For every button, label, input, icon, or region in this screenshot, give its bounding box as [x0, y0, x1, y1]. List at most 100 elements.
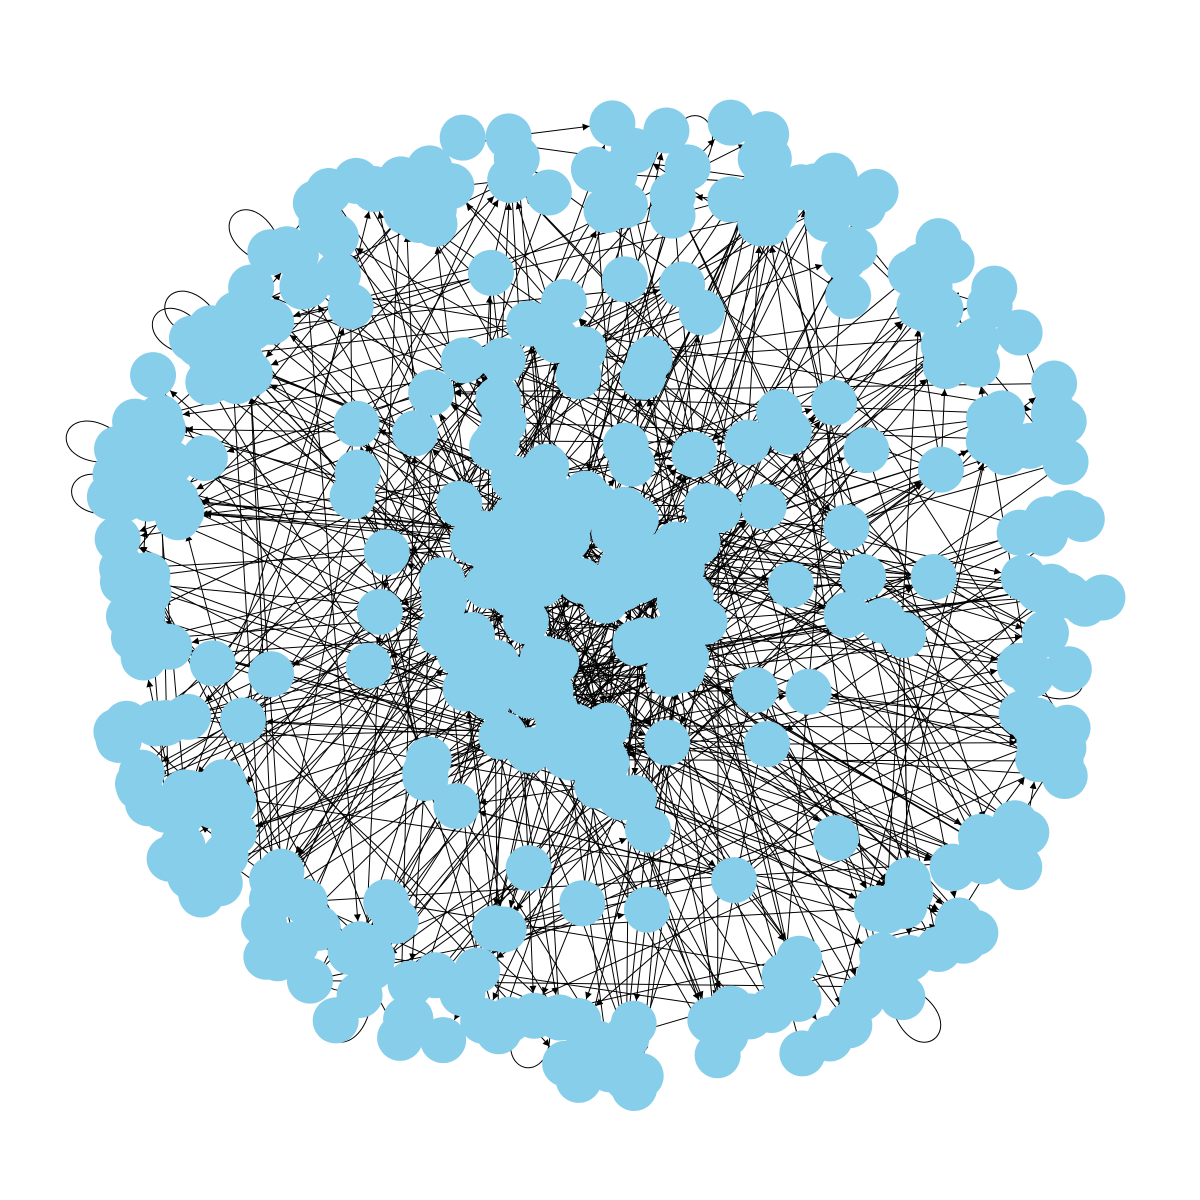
graph-node	[525, 169, 572, 216]
self-loop-edge	[228, 209, 281, 263]
graph-node	[643, 107, 690, 154]
graph-node	[189, 640, 236, 687]
graph-node	[821, 234, 868, 281]
graph-node	[213, 358, 260, 405]
graph-edge	[570, 668, 998, 758]
graph-edge	[631, 580, 641, 775]
graph-edge	[204, 511, 473, 542]
graph-edge	[889, 440, 990, 889]
graph-node	[1045, 646, 1092, 693]
graph-node	[546, 498, 593, 545]
graph-node	[1079, 574, 1126, 621]
graph-node	[659, 261, 706, 308]
graph-node	[1040, 724, 1087, 771]
graph-node	[743, 721, 790, 768]
graph-edge	[742, 218, 1068, 729]
graph-node	[1030, 390, 1077, 437]
graph-edge	[169, 390, 461, 654]
graph-edge	[503, 904, 882, 930]
graph-edge	[746, 246, 763, 443]
graph-node	[406, 145, 453, 192]
graph-node	[707, 99, 754, 146]
graph-node	[952, 909, 999, 956]
graph-node	[1042, 438, 1089, 485]
graph-edge	[646, 398, 799, 1000]
graph-edge	[478, 810, 735, 881]
graph-edge	[579, 318, 765, 507]
graph-node	[211, 809, 258, 856]
graph-node	[204, 306, 251, 353]
graph-node	[996, 309, 1043, 356]
graph-node	[1003, 809, 1050, 856]
graph-node	[219, 697, 266, 744]
graph-node	[130, 413, 177, 460]
graph-node	[559, 880, 606, 927]
graph-node	[418, 557, 465, 604]
graph-edge	[145, 581, 1069, 670]
graph-edge	[509, 179, 831, 512]
graph-edge	[902, 635, 911, 858]
graph-node	[467, 249, 514, 296]
graph-node	[928, 237, 975, 284]
graph-edge	[231, 362, 269, 934]
graph-node	[161, 769, 208, 816]
graph-node	[1023, 496, 1070, 543]
graph-node	[708, 985, 755, 1032]
graph-node	[967, 817, 1014, 864]
graph-node	[611, 774, 658, 821]
graph-node	[142, 699, 189, 746]
graph-edge	[655, 556, 1009, 820]
graph-node	[843, 427, 890, 474]
graph-edge	[304, 859, 961, 903]
graph-edge	[626, 577, 1024, 752]
graph-node	[740, 483, 787, 530]
graph-node	[732, 666, 779, 713]
graph-edge	[766, 739, 1017, 747]
graph-edge	[641, 621, 706, 1054]
graph-node	[555, 997, 602, 1044]
graph-node	[508, 483, 555, 530]
graph-node	[775, 975, 822, 1022]
graph-edge	[557, 180, 754, 728]
graph-edge	[675, 181, 758, 545]
graph-edge	[671, 218, 695, 455]
graph-node	[349, 934, 396, 981]
graph-edge	[188, 327, 345, 794]
graph-node	[856, 953, 903, 1000]
graph-edge	[525, 620, 893, 944]
graph-node	[454, 947, 501, 994]
graph-node	[1008, 651, 1055, 698]
graph-node	[479, 337, 526, 384]
graph-edge	[171, 497, 676, 545]
graph-edge	[140, 454, 695, 539]
graph-node	[103, 700, 150, 747]
graph-node	[724, 419, 771, 466]
graph-node	[449, 518, 496, 565]
graph-node	[663, 634, 710, 681]
graph-node	[439, 114, 486, 161]
graph-node	[765, 408, 812, 455]
graph-node	[823, 592, 870, 639]
graph-node	[146, 835, 193, 882]
graph-node	[711, 857, 758, 904]
graph-edge	[389, 461, 1066, 955]
graph-node	[917, 446, 964, 493]
graph-node	[286, 957, 333, 1004]
graph-node	[1022, 609, 1069, 656]
graph-node	[623, 886, 670, 933]
graph-node	[971, 265, 1018, 312]
graph-node	[804, 195, 851, 242]
graph-node	[485, 113, 532, 160]
graph-edge	[595, 595, 1068, 1007]
graph-node	[547, 734, 594, 781]
graph-node	[436, 480, 483, 527]
graph-edge	[456, 713, 1022, 967]
graph-node	[542, 1040, 589, 1087]
graph-node	[383, 996, 430, 1043]
graph-node	[910, 554, 957, 601]
graph-node	[887, 869, 934, 916]
graph-node	[779, 1030, 826, 1077]
graph-node	[695, 487, 742, 534]
graph-node	[402, 755, 449, 802]
